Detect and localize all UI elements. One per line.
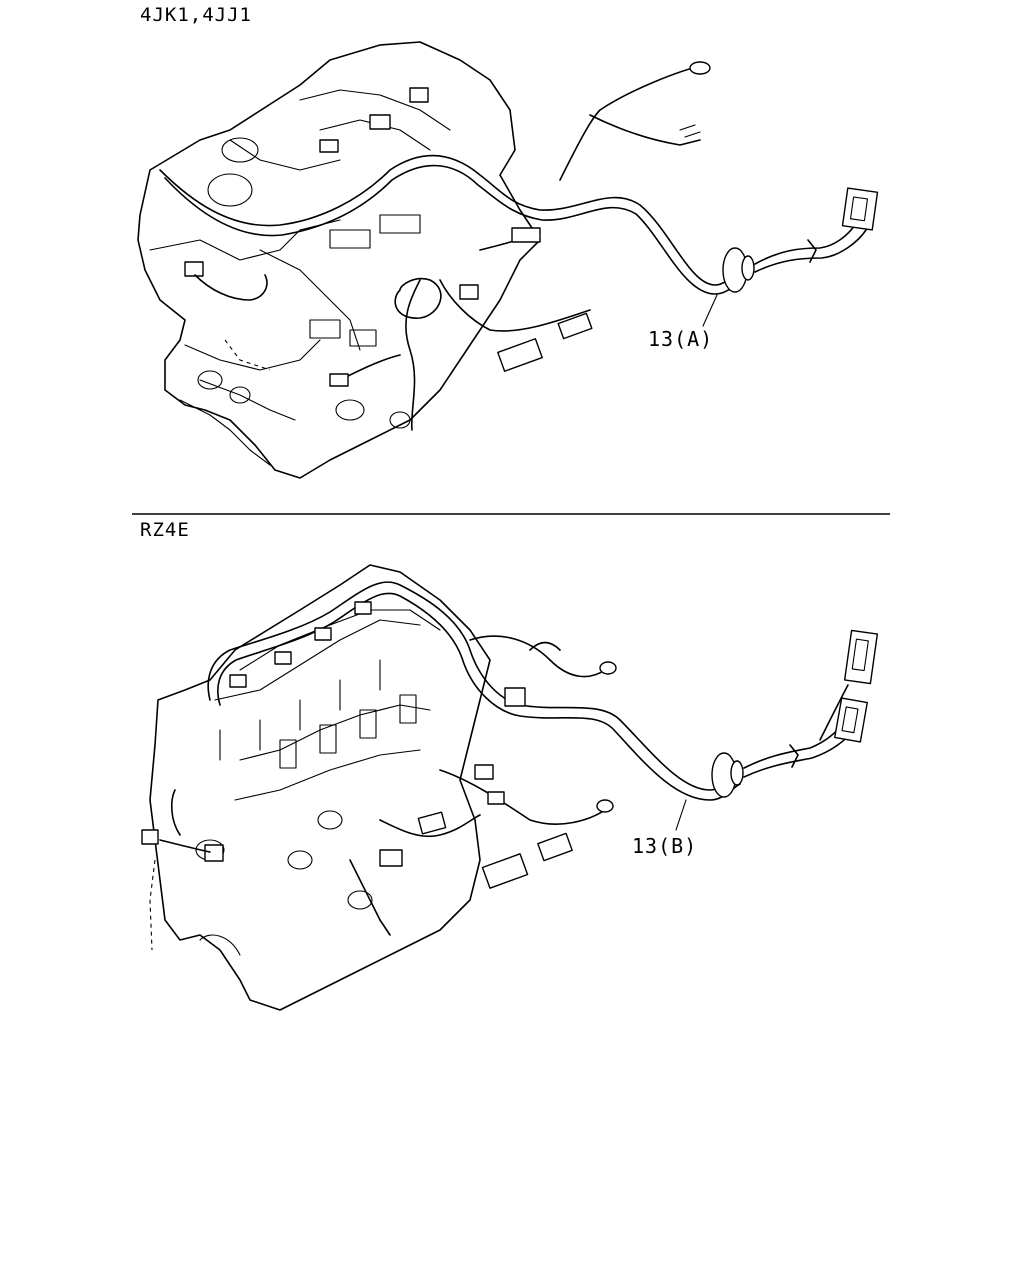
leader-line-bottom (675, 799, 687, 831)
part-callout-top: 13(A) (648, 327, 714, 351)
wire-harness-top (159, 61, 879, 431)
part-callout-bottom: 13(B) (632, 834, 698, 858)
engine-block-bottom (149, 564, 491, 1011)
leader-line-top (702, 294, 718, 327)
engine-block-top (137, 41, 541, 479)
engine-label-bottom: RZ4E (140, 519, 190, 541)
engine-label-top: 4JK1,4JJ1 (140, 4, 252, 26)
wire-harness-bottom (141, 581, 879, 936)
